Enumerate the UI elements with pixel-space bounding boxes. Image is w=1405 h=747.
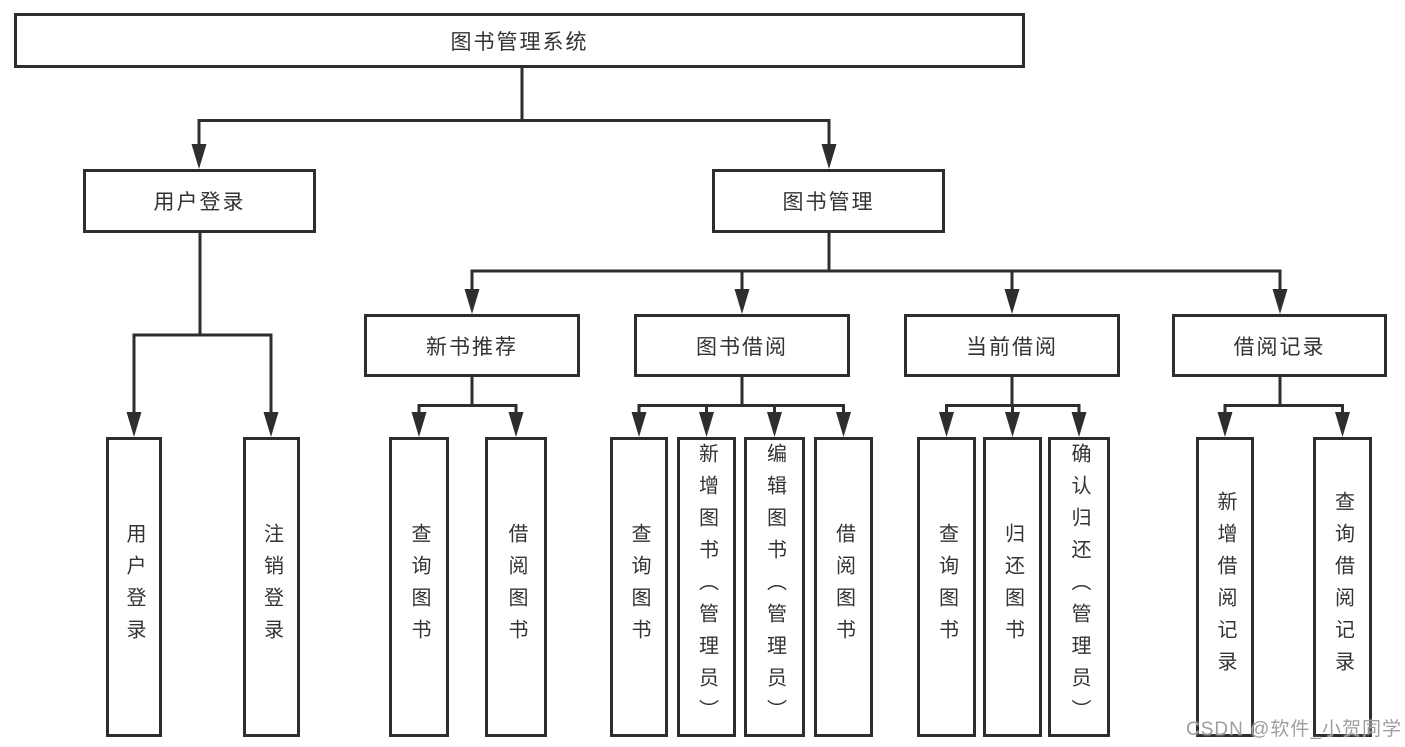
node-root-label: 图书管理系统 [450,30,589,54]
leaf-add-borrow-record: 新增借阅记录 [1196,437,1254,737]
node-root: 图书管理系统 [14,13,1025,68]
leaf-query-books-borrowing-label: 查询图书 [628,523,650,651]
leaf-query-borrow-record: 查询借阅记录 [1313,437,1372,737]
csdn-watermark: CSDN @软件_小贺同学 [1186,719,1402,740]
leaf-user-login: 用户登录 [106,437,162,737]
node-new-book-recommend: 新书推荐 [364,314,580,377]
leaf-query-borrow-record-label: 查询借阅记录 [1331,491,1354,683]
leaf-borrow-books-recommend: 借阅图书 [485,437,547,737]
leaf-query-books-current-label: 查询图书 [935,523,958,651]
node-book-borrowing-label: 图书借阅 [696,335,788,359]
leaf-return-books-label: 归还图书 [1001,523,1024,651]
node-borrowing-records: 借阅记录 [1172,314,1387,377]
node-new-book-recommend-label: 新书推荐 [426,335,518,359]
node-book-borrowing: 图书借阅 [634,314,850,377]
node-user-login-label: 用户登录 [153,191,246,214]
node-current-borrowing-label: 当前借阅 [966,335,1058,359]
leaf-query-books-borrowing: 查询图书 [610,437,668,737]
leaf-logout: 注销登录 [243,437,300,737]
leaf-borrow-books-recommend-label: 借阅图书 [505,523,527,651]
node-user-login: 用户登录 [83,169,316,233]
node-borrowing-records-label: 借阅记录 [1233,335,1326,359]
leaf-query-books-current: 查询图书 [917,437,976,737]
leaf-confirm-return-admin: 确认归还（管理员） [1048,437,1110,737]
leaf-borrow-books-borrowing-label: 借阅图书 [832,523,855,651]
leaf-query-books-recommend-label: 查询图书 [408,523,430,651]
leaf-borrow-books-borrowing: 借阅图书 [814,437,873,737]
leaf-confirm-return-admin-label: 确认归还（管理员） [1068,443,1090,731]
leaf-return-books: 归还图书 [983,437,1042,737]
leaf-edit-book-admin: 编辑图书（管理员） [744,437,805,737]
leaf-add-borrow-record-label: 新增借阅记录 [1214,491,1236,683]
leaf-user-login-label: 用户登录 [123,523,145,651]
leaf-edit-book-admin-label: 编辑图书（管理员） [763,443,786,731]
leaf-add-book-admin: 新增图书（管理员） [677,437,736,737]
leaf-query-books-recommend: 查询图书 [389,437,449,737]
node-current-borrowing: 当前借阅 [904,314,1120,377]
node-book-management-label: 图书管理 [782,191,875,214]
leaf-add-book-admin-label: 新增图书（管理员） [695,443,718,731]
leaf-logout-label: 注销登录 [260,523,283,651]
node-book-management: 图书管理 [712,169,945,233]
